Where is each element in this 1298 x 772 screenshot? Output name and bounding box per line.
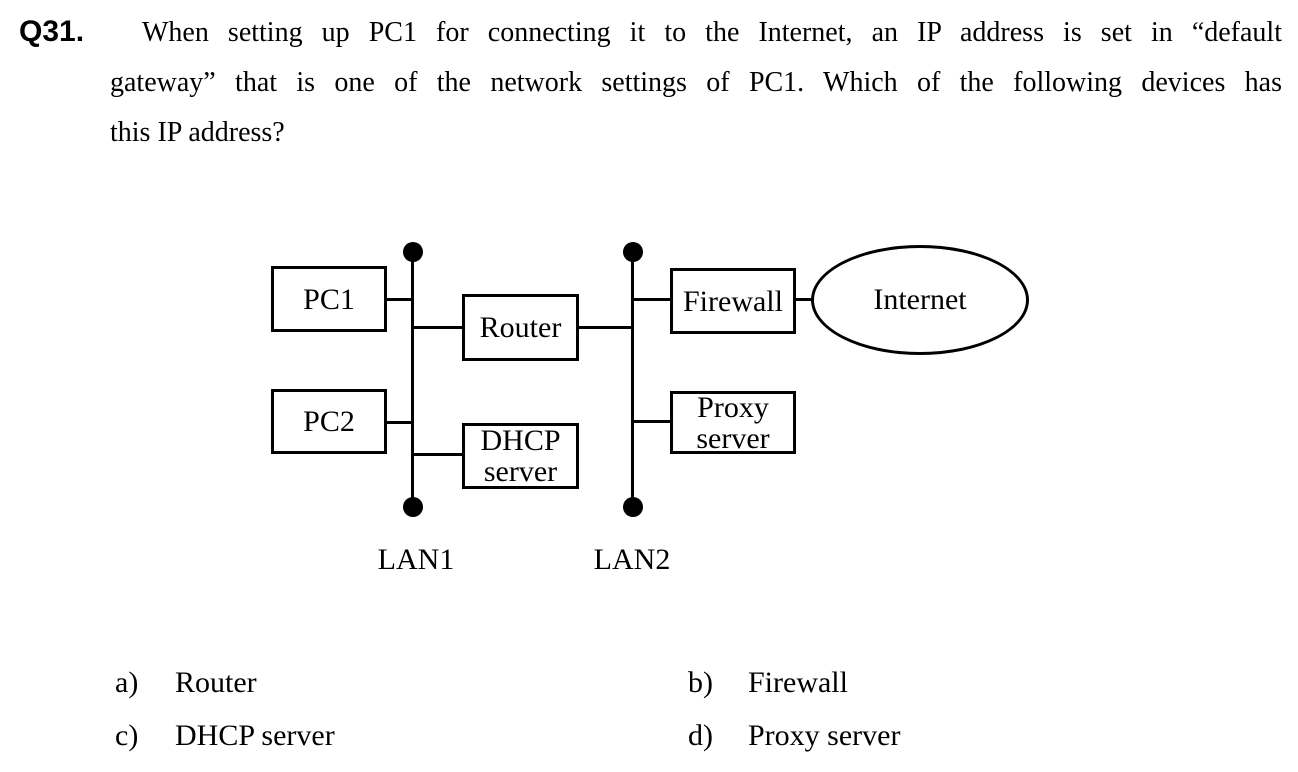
node-firewall: Firewall xyxy=(670,268,796,334)
option-b-label: Firewall xyxy=(748,666,848,699)
option-a-label: Router xyxy=(175,666,257,699)
lan1-top-dot xyxy=(403,242,423,262)
node-router-label: Router xyxy=(479,311,562,344)
lan2-label: LAN2 xyxy=(593,543,671,576)
option-a-marker: a) xyxy=(115,666,139,699)
option-b-marker: b) xyxy=(688,666,713,699)
link-pc1-lan1 xyxy=(387,298,413,301)
node-pc1-label: PC1 xyxy=(303,282,355,316)
link-lan1-dhcp xyxy=(413,453,462,456)
option-d-label: Proxy server xyxy=(748,719,901,752)
question-text-line-1: When setting up PC1 for connecting it to… xyxy=(142,17,1282,48)
link-pc2-lan1 xyxy=(387,421,413,424)
node-firewall-label: Firewall xyxy=(683,284,783,318)
link-router-lan2 xyxy=(579,326,633,329)
question-text-line-2: gateway” that is one of the network sett… xyxy=(110,67,1282,98)
option-b: b) Firewall xyxy=(688,666,848,700)
node-router: Router xyxy=(462,294,579,361)
link-lan1-router xyxy=(413,326,462,329)
lan1-label: LAN1 xyxy=(377,543,455,576)
option-c: c) DHCP server xyxy=(115,719,335,753)
lan2-bottom-dot xyxy=(623,497,643,517)
option-a: a) Router xyxy=(115,666,257,700)
node-proxy-server-label: Proxy server xyxy=(696,390,770,455)
link-lan2-proxy xyxy=(633,420,670,423)
node-proxy-server: Proxy server xyxy=(670,391,796,454)
question-text-line-3: this IP address? xyxy=(110,117,285,148)
question-number: Q31. xyxy=(19,15,85,48)
option-d: d) Proxy server xyxy=(688,719,900,753)
node-pc1: PC1 xyxy=(271,266,387,332)
node-pc2: PC2 xyxy=(271,389,387,454)
lan2-top-dot xyxy=(623,242,643,262)
option-d-marker: d) xyxy=(688,719,713,752)
lan1-bottom-dot xyxy=(403,497,423,517)
node-internet-label: Internet xyxy=(873,283,967,316)
lan1-bus-line xyxy=(411,252,414,507)
node-dhcp-server-label: DHCP server xyxy=(480,424,561,488)
node-dhcp-server: DHCP server xyxy=(462,423,579,489)
node-pc2-label: PC2 xyxy=(303,405,355,438)
option-c-label: DHCP server xyxy=(175,719,335,752)
option-c-marker: c) xyxy=(115,719,139,752)
link-firewall-internet xyxy=(794,298,814,301)
lan2-bus-line xyxy=(631,252,634,507)
node-internet: Internet xyxy=(811,245,1029,355)
link-lan2-firewall xyxy=(633,298,670,301)
